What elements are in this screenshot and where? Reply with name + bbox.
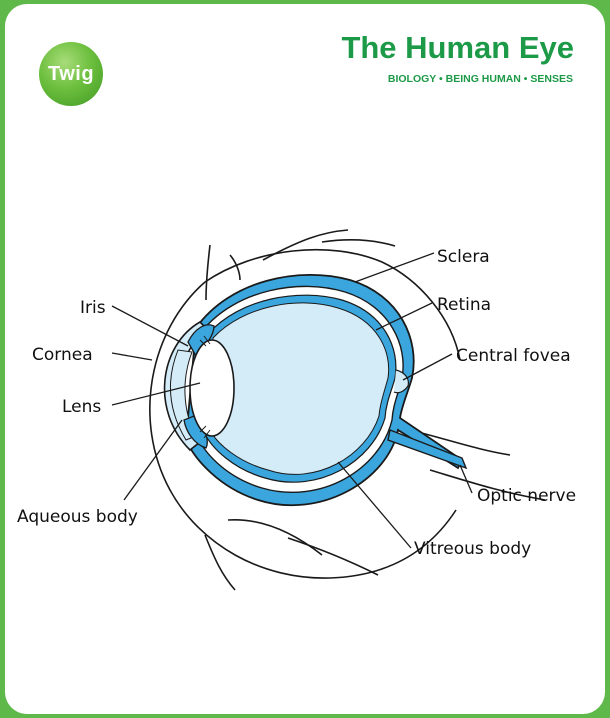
label-cornea: Cornea (32, 345, 93, 365)
lens-shape (190, 340, 234, 436)
label-lens: Lens (62, 397, 101, 417)
label-central-fovea: Central fovea (456, 346, 571, 366)
label-aqueous-body: Aqueous body (17, 507, 138, 527)
label-vitreous-body: Vitreous body (414, 539, 531, 559)
label-optic-nerve: Optic nerve (477, 486, 576, 506)
label-iris: Iris (80, 298, 106, 318)
label-retina: Retina (437, 295, 491, 315)
label-sclera: Sclera (437, 247, 490, 267)
